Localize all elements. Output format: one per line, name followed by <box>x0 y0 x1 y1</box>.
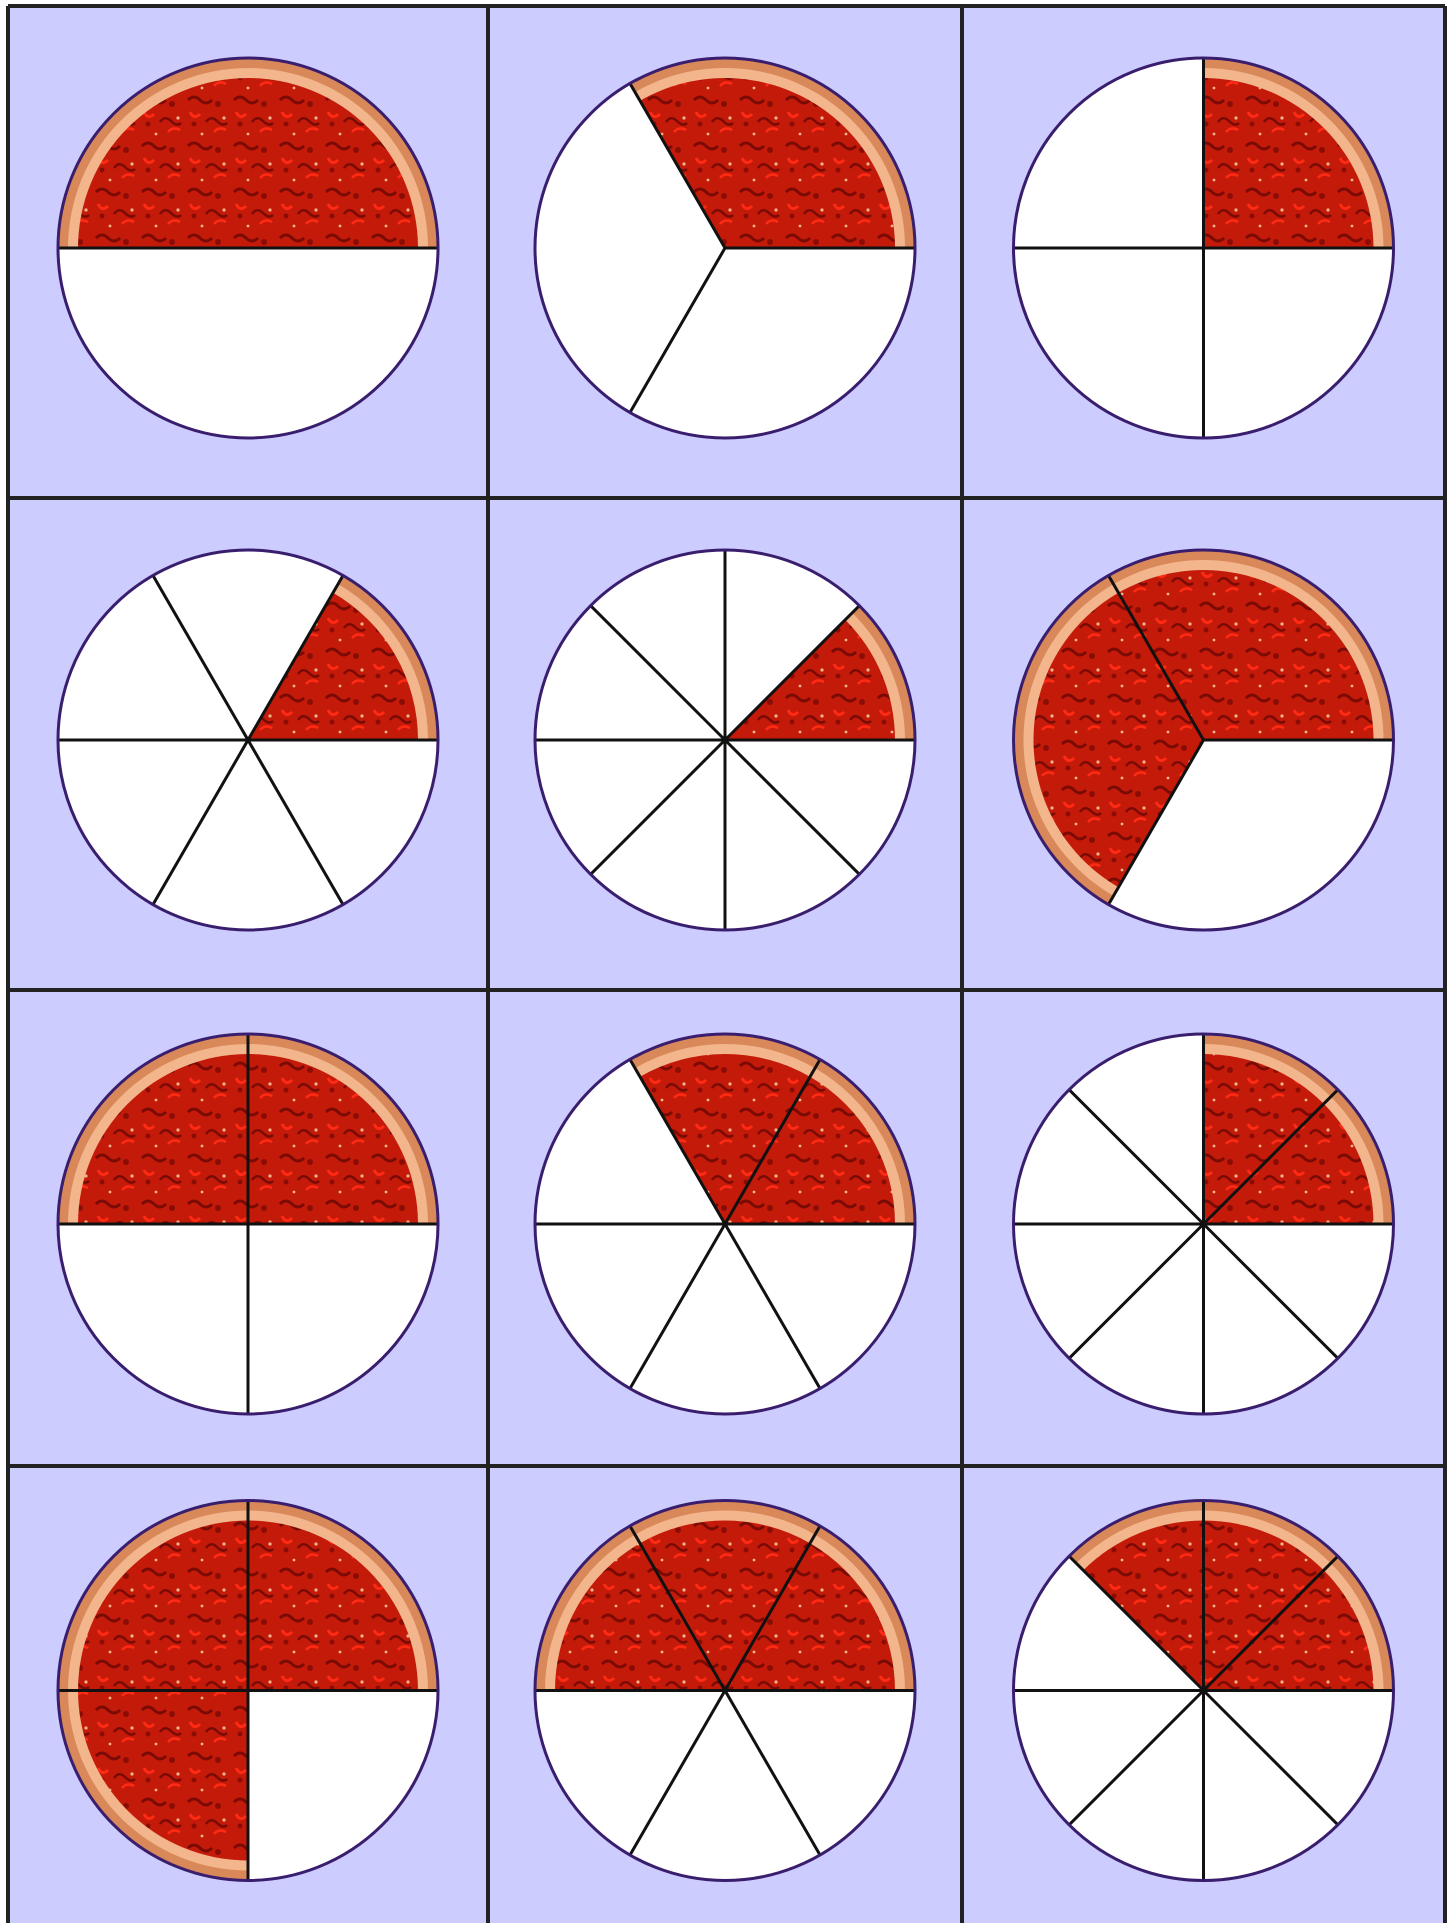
pizza-cell <box>8 1466 488 1923</box>
pizza <box>58 1501 438 1881</box>
pizza-cell <box>488 498 962 990</box>
pizza <box>58 1034 438 1414</box>
pizza <box>1014 550 1394 930</box>
pizza-cell <box>8 990 488 1466</box>
pizza <box>535 58 915 438</box>
pizza-cell <box>488 990 962 1466</box>
pizza-cell <box>488 6 962 498</box>
pizza <box>58 550 438 930</box>
pizza-cell <box>488 1466 962 1923</box>
pizza <box>58 58 438 438</box>
pizza <box>535 1501 915 1881</box>
pizza-cell <box>962 6 1445 498</box>
pizza <box>1014 58 1394 438</box>
pizza <box>535 550 915 930</box>
pizza-cell <box>8 498 488 990</box>
pizza-cell <box>962 990 1445 1466</box>
pizza-cell <box>8 6 488 498</box>
pizza <box>1014 1034 1394 1414</box>
pizza-cell <box>962 498 1445 990</box>
pizza-cell <box>962 1466 1445 1923</box>
pizza <box>1014 1501 1394 1881</box>
pizza <box>535 1034 915 1414</box>
